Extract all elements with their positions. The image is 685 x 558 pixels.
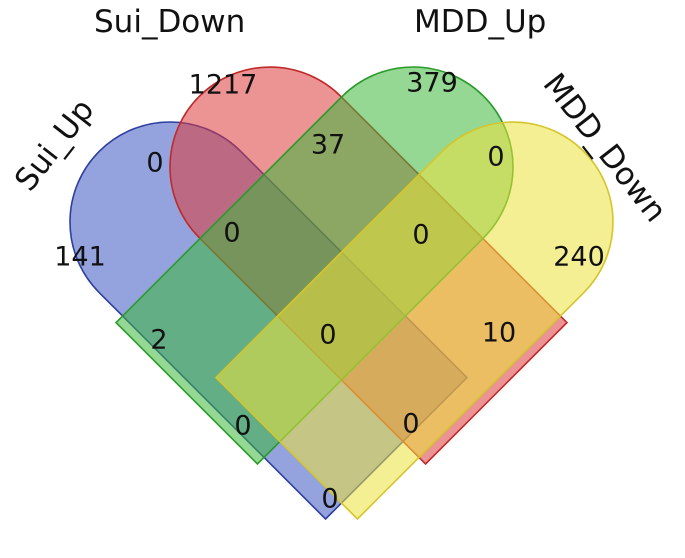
region-count-sui-down-only: 1217 — [189, 70, 258, 101]
region-count-mdd-up-mdd-down: 0 — [487, 142, 504, 173]
region-count-sui-up-only: 141 — [54, 242, 106, 273]
region-count-mdd-down-only: 240 — [553, 242, 605, 273]
venn-shapes — [69, 66, 614, 521]
region-count-mdd-up-only: 379 — [406, 68, 458, 99]
set-label-mdd-up: MDD_Up — [414, 4, 546, 40]
set-shape-mdd-down — [214, 121, 614, 521]
region-count-sui-up-sui-down-mdd-up: 0 — [223, 218, 240, 249]
region-count-sui-up-mdd-up: 2 — [150, 325, 167, 356]
region-count-sui-up-sui-down-mdd-down: 0 — [402, 409, 419, 440]
region-count-sui-up-sui-down: 0 — [146, 148, 163, 179]
region-count-sui-down-mdd-down: 10 — [482, 318, 516, 349]
region-count-sui-up-mdd-up-mdd-down: 0 — [234, 411, 251, 442]
region-count-sui-down-mdd-up-mdd-down: 0 — [412, 220, 429, 251]
region-count-all-four: 0 — [319, 320, 336, 351]
region-count-sui-down-mdd-up: 37 — [311, 130, 345, 161]
region-count-sui-up-mdd-down: 0 — [321, 484, 338, 515]
set-label-sui-down: Sui_Down — [94, 4, 245, 40]
